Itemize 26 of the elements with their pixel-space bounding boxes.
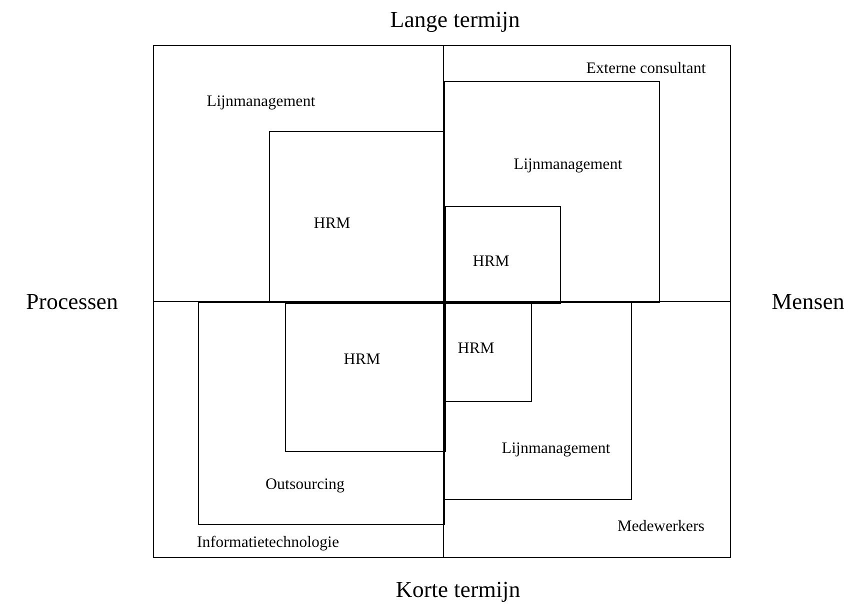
axis-label: Processen: [26, 289, 118, 315]
quadrant-panel: [443, 45, 731, 302]
box-label: Informatietechnologie: [196, 534, 340, 552]
management-box: [444, 302, 632, 500]
box-label: Medewerkers: [617, 518, 705, 536]
outsourcing-box: [198, 302, 445, 525]
quadrant-panel: [153, 301, 444, 558]
hrm-box: [445, 206, 561, 304]
box-label: Lijnmanagement: [502, 440, 610, 458]
management-box: [444, 81, 660, 303]
box-label: Externe consultant: [586, 60, 706, 78]
box-label: Outsourcing: [265, 476, 345, 494]
hrm-box: [445, 303, 532, 402]
axis-label: Mensen: [772, 289, 844, 315]
box-label: HRM: [472, 253, 510, 271]
quadrant-panel: [153, 45, 444, 302]
axis-label: Korte termijn: [396, 577, 520, 603]
hrm-box: [269, 131, 445, 303]
box-label: Lijnmanagement: [206, 93, 316, 111]
box-label: HRM: [314, 215, 350, 233]
box-label: HRM: [344, 351, 380, 369]
box-label: HRM: [458, 340, 494, 358]
quadrant-panel: [443, 301, 731, 558]
axis-label: Lange termijn: [390, 7, 520, 33]
hrm-box: [285, 303, 446, 452]
box-label: Lijnmanagement: [514, 156, 622, 174]
